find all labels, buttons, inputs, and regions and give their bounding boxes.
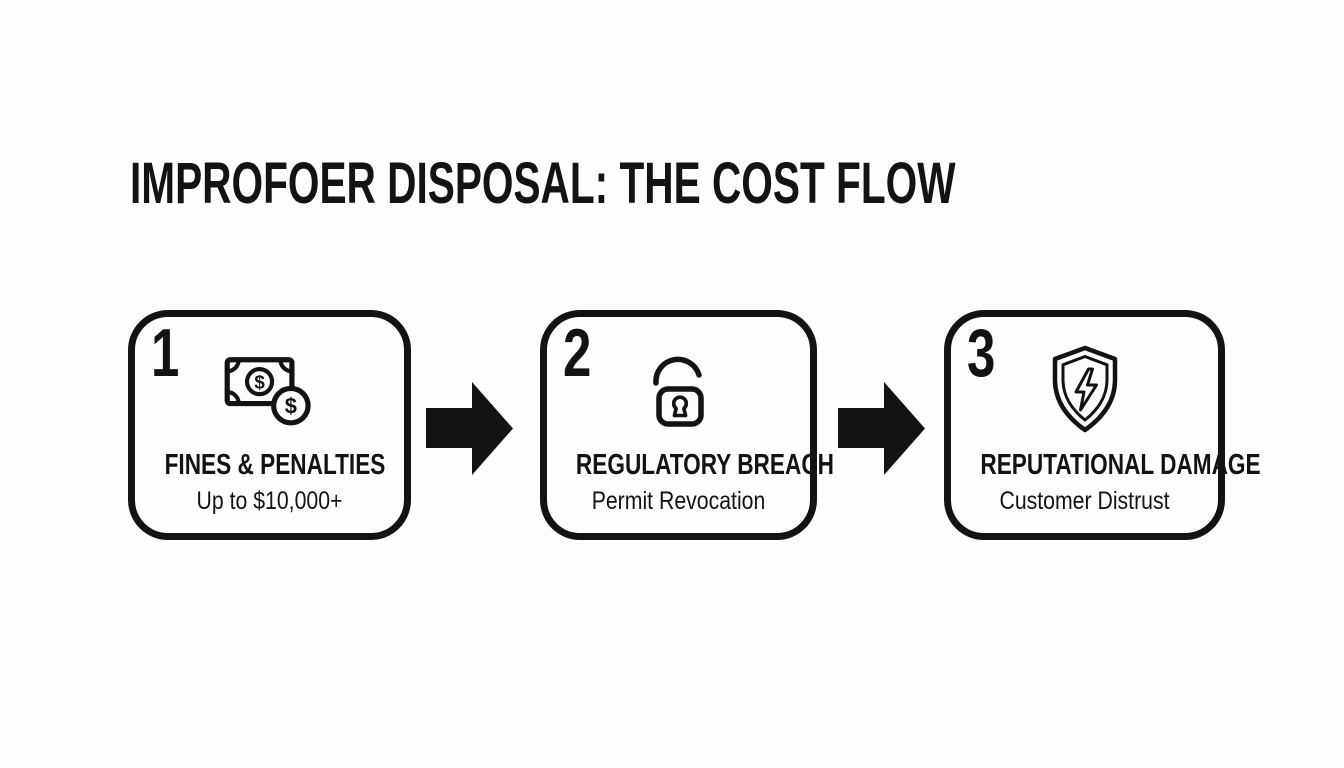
step-title: REGULATORY BREACH xyxy=(575,449,834,481)
page-title-text: IMPROFOER DISPOSAL: THE COST FLOW xyxy=(130,151,956,216)
step-subtitle: Up to $10,000+ xyxy=(196,487,343,515)
arrow-right-icon xyxy=(426,381,514,476)
money-icon: $ $ xyxy=(135,341,404,439)
flow-step-regulatory-breach: 2 REGULATORY BREACH Permit Revocation xyxy=(540,310,834,540)
step-subtitle: Permit Revocation xyxy=(591,487,766,515)
open-padlock-icon xyxy=(547,341,810,439)
arrow-right-icon xyxy=(838,381,926,476)
shield-lightning-icon xyxy=(951,341,1218,439)
step-title: FINES & PENALTIES xyxy=(164,449,386,481)
dollar-sign-glyph: $ xyxy=(284,393,296,418)
step-subtitle: Customer Distrust xyxy=(999,487,1170,515)
page-title: IMPROFOER DISPOSAL: THE COST FLOW xyxy=(130,150,1309,217)
step-number: 1 xyxy=(151,315,180,391)
flow-step-reputational-damage: 3 REPUTATIONAL DAMAGE Customer Distrust xyxy=(944,310,1261,540)
flow-step-fines-penalties: 1 $ $ FINES & PENALTIES Up to $10,000+ xyxy=(128,310,411,540)
step-number: 2 xyxy=(563,315,592,391)
step-number: 3 xyxy=(967,315,996,391)
step-title: REPUTATIONAL DAMAGE xyxy=(980,449,1261,481)
dollar-sign-glyph: $ xyxy=(254,371,265,392)
